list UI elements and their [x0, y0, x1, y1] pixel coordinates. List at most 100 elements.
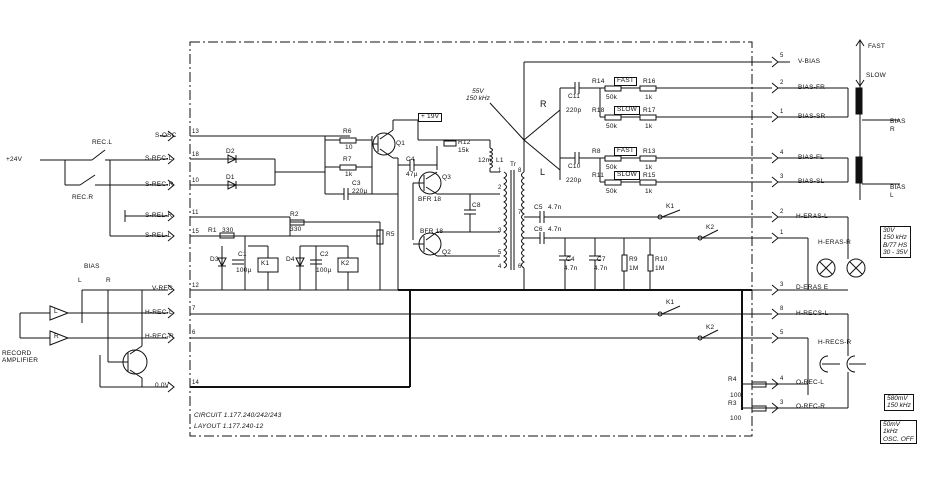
rpin-1a: 1: [780, 109, 784, 115]
c7-value: 4.7n: [594, 265, 608, 272]
c4-value: 47µ: [406, 171, 418, 178]
r1-label: R1: [208, 227, 217, 234]
bias-r-out-label: BIAS R: [890, 118, 906, 133]
r10-value: 1M: [655, 265, 665, 272]
v-bias-label: V-BIAS: [798, 58, 821, 65]
gnd-label: 0.0V: [155, 382, 170, 389]
r13-value: 1k: [645, 164, 653, 171]
r14-label: R14: [592, 78, 605, 85]
tr-pin-8: 8: [518, 168, 522, 174]
tr-label: Tr: [510, 161, 517, 168]
c4b-label: C4: [566, 256, 575, 263]
r4-label: R4: [728, 376, 737, 383]
k2b-label: K2: [706, 324, 715, 331]
d4-label: D4: [286, 256, 295, 263]
q2-label: Q2: [442, 249, 452, 256]
d1-label: D1: [226, 174, 235, 181]
c5-label: C5: [534, 204, 543, 211]
s-rel-r-label: S-REL-R: [145, 212, 173, 219]
r14-value: 50k: [606, 94, 618, 101]
bias-fl-label: BIAS-FL: [798, 154, 824, 161]
c4-label: C4: [406, 156, 415, 163]
o-rec-l-label: O-REC-L: [796, 379, 825, 386]
left-r-label: R: [106, 277, 111, 284]
r4-value: 100: [730, 392, 742, 399]
r6-label: R6: [343, 128, 352, 135]
h-rec-l-label: H-REC-L: [145, 309, 173, 316]
circuit-ref: CIRCUIT 1.177.240/242/243: [194, 412, 282, 419]
bfr18a-label: BFR 18: [418, 196, 442, 203]
r5-label: R5: [386, 231, 395, 238]
c1-label: C1: [238, 251, 247, 258]
c11-value: 220p: [566, 107, 582, 114]
d3-label: D3: [210, 256, 219, 263]
bias-l-out-label: BIAS L: [890, 184, 906, 199]
layout-ref: LAYOUT 1.177.240-12: [194, 423, 264, 430]
s-rel-l-label: S-REL-L: [145, 232, 172, 239]
rec-r-label: REC.R: [72, 194, 94, 201]
bias-sr-label: BIAS-SR: [798, 113, 826, 120]
tr-pin-4: 4: [498, 264, 502, 270]
tr-pin-6: 6: [518, 264, 522, 270]
c6-value: 4.7n: [548, 226, 562, 233]
section-l-label: L: [540, 167, 546, 177]
rpin-1b: 1: [780, 230, 784, 236]
bias-fr-label: BIAS-FR: [798, 84, 826, 91]
r2-value: 330: [290, 226, 302, 233]
d-eras-label: D-ERAS E: [796, 284, 829, 291]
pin-15: 15: [192, 229, 200, 235]
c1-value: 100µ: [236, 267, 252, 274]
c3-label: C3: [352, 180, 361, 187]
r16-label: R16: [643, 78, 656, 85]
rpin-3b: 3: [780, 282, 784, 288]
tr-pin-1: 1: [498, 168, 502, 174]
slow-tag-r: SLOW: [614, 106, 640, 115]
c7-label: C7: [597, 256, 606, 263]
h-eras-l-label: H-ERAS-L: [796, 213, 828, 220]
rpin-4a: 4: [780, 150, 784, 156]
r2-label: R2: [290, 211, 299, 218]
left-l-label: L: [78, 277, 82, 284]
r8-value: 50k: [606, 164, 618, 171]
k1a-label: K1: [666, 203, 675, 210]
r12-label: R12: [458, 139, 471, 146]
tr-pin-5: 5: [498, 250, 502, 256]
board-outline: [189, 41, 753, 437]
r6-value: 10: [345, 144, 353, 151]
pin-13: 13: [192, 129, 200, 135]
r9-value: 1M: [629, 265, 639, 272]
r3-value: 100: [730, 415, 742, 422]
rpin-4b: 4: [780, 376, 784, 382]
c5-value: 4.7n: [548, 204, 562, 211]
q1-label: Q1: [396, 140, 406, 147]
osc-note: 55V 150 kHz: [466, 88, 490, 103]
plus19-label: + 19V: [418, 113, 443, 122]
s-rec-l-label: S-REC-L: [145, 155, 173, 162]
fast-switch-label: FAST: [868, 43, 886, 50]
r15-label: R15: [643, 172, 656, 179]
slow-tag-l: SLOW: [614, 171, 640, 180]
rpin-8: 8: [780, 306, 784, 312]
c3-value: 220µ: [352, 188, 368, 195]
q3-label: Q3: [442, 174, 452, 181]
section-r-label: R: [540, 99, 547, 109]
rpin-2b: 2: [780, 209, 784, 215]
r8-label: R8: [592, 148, 601, 155]
pin-10: 10: [192, 178, 200, 184]
amp-r-label: R: [54, 333, 59, 340]
r1-value: 330: [222, 227, 234, 234]
r10-label: R10: [655, 256, 668, 263]
r16-value: 1k: [645, 94, 653, 101]
record-amplifier-label: RECORD AMPLIFIER: [2, 350, 39, 364]
tr-pin-3: 3: [498, 228, 502, 234]
h-recs-l-label: H-RECS-L: [796, 310, 829, 317]
pin-18: 18: [192, 152, 200, 158]
rpin-5b: 5: [780, 330, 784, 336]
c2-label: C2: [320, 251, 329, 258]
rec-level-note: 580mV 150 kHz: [884, 394, 914, 411]
r3-label: R3: [728, 400, 737, 407]
l1-value: 12m: [478, 157, 492, 164]
h-recs-r-label: H-RECS-R: [818, 339, 852, 346]
s-rec-r-label: S-REC-R: [145, 181, 174, 188]
